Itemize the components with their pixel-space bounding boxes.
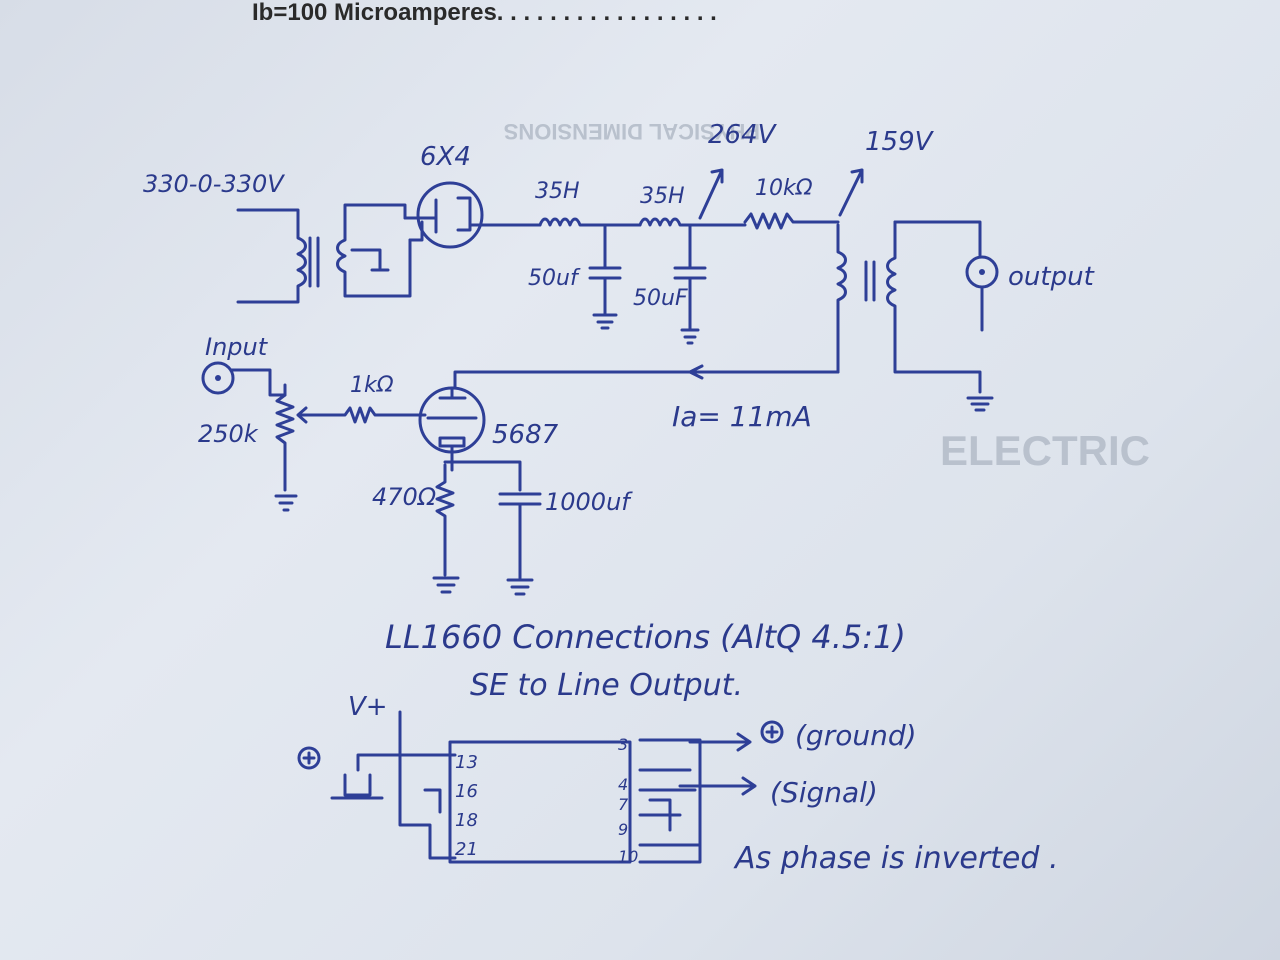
pin-10: 10 (618, 847, 638, 866)
power-transformer (236, 203, 412, 304)
output-jack (965, 255, 999, 332)
secondary-strapping (638, 738, 702, 864)
rectifier-label: 6X4 (420, 142, 471, 172)
grid-resistor (318, 406, 427, 424)
bleed-electric: ELECTRIC (940, 427, 1150, 474)
volume-potentiometer (274, 383, 322, 512)
plate-return-wire (453, 370, 840, 390)
plate-wire (356, 753, 457, 772)
plate-current-label: Ia= 11mA (672, 400, 812, 433)
printed-header: Ib=100 Microamperes. . . . . . . . . . .… (252, 0, 717, 26)
phase-note: As phase is inverted . (733, 841, 1058, 876)
pin-4: 4 (618, 775, 628, 794)
cathode-resistor (432, 463, 460, 594)
triode-tube (418, 386, 486, 472)
pin-3: 3 (618, 735, 628, 754)
tube-label: 5687 (492, 420, 559, 450)
vplus-label: V+ (348, 692, 388, 722)
cap2-label: 50uF (633, 286, 688, 311)
pin-7: 7 (618, 795, 629, 814)
transformer-voltage-label: 330-0-330V (143, 170, 285, 198)
pin-18: 18 (455, 810, 478, 831)
input-jack (201, 361, 287, 397)
primary-strapping (398, 758, 457, 860)
output-label: output (1008, 262, 1095, 292)
pin-9: 9 (618, 820, 628, 839)
cathode-cap-label: 1000uf (545, 488, 633, 516)
bleed-dimensions: PHYSICAL DIMENSIONS (504, 119, 760, 144)
filter-cap-1 (588, 223, 622, 330)
grid-resistor-label: 1kΩ (350, 373, 394, 398)
filter-cap-2 (673, 223, 707, 345)
signal-arrow (678, 776, 757, 796)
plate-symbol (330, 773, 384, 800)
primary-pins: 13 16 18 21 (455, 752, 478, 860)
ground-symbol-left (297, 746, 321, 770)
ground-arrow (688, 732, 752, 752)
cap1-label: 50uf (528, 266, 581, 291)
pot-label: 250k (198, 420, 259, 448)
b-plus-rail (468, 168, 864, 230)
connections-subtitle: SE to Line Output. (470, 668, 743, 703)
secondary-pins: 3 4 7 9 10 (618, 735, 638, 866)
resistor-10k-label: 10kΩ (755, 176, 813, 201)
ground-label: (ground) (795, 719, 917, 752)
signal-label: (Signal) (770, 776, 878, 809)
pin-13: 13 (455, 752, 478, 773)
choke1-label: 35H (535, 179, 580, 204)
current-arrow (688, 364, 704, 380)
ground-symbol-right (760, 720, 784, 744)
cathode-capacitor (443, 460, 542, 596)
ll1660-body (448, 740, 632, 864)
rectifier-tube (403, 181, 484, 249)
output-transformer (836, 220, 994, 412)
pin-16: 16 (455, 781, 478, 802)
choke2-label: 35H (640, 184, 685, 209)
voltage-159-label: 159V (865, 127, 935, 157)
voltage-264-label: 264V (708, 120, 778, 150)
cathode-resistor-label: 470Ω (372, 483, 437, 511)
connections-title: LL1660 Connections (AltQ 4.5:1) (385, 618, 906, 656)
pin-21: 21 (455, 839, 478, 860)
input-label: Input (205, 333, 269, 361)
